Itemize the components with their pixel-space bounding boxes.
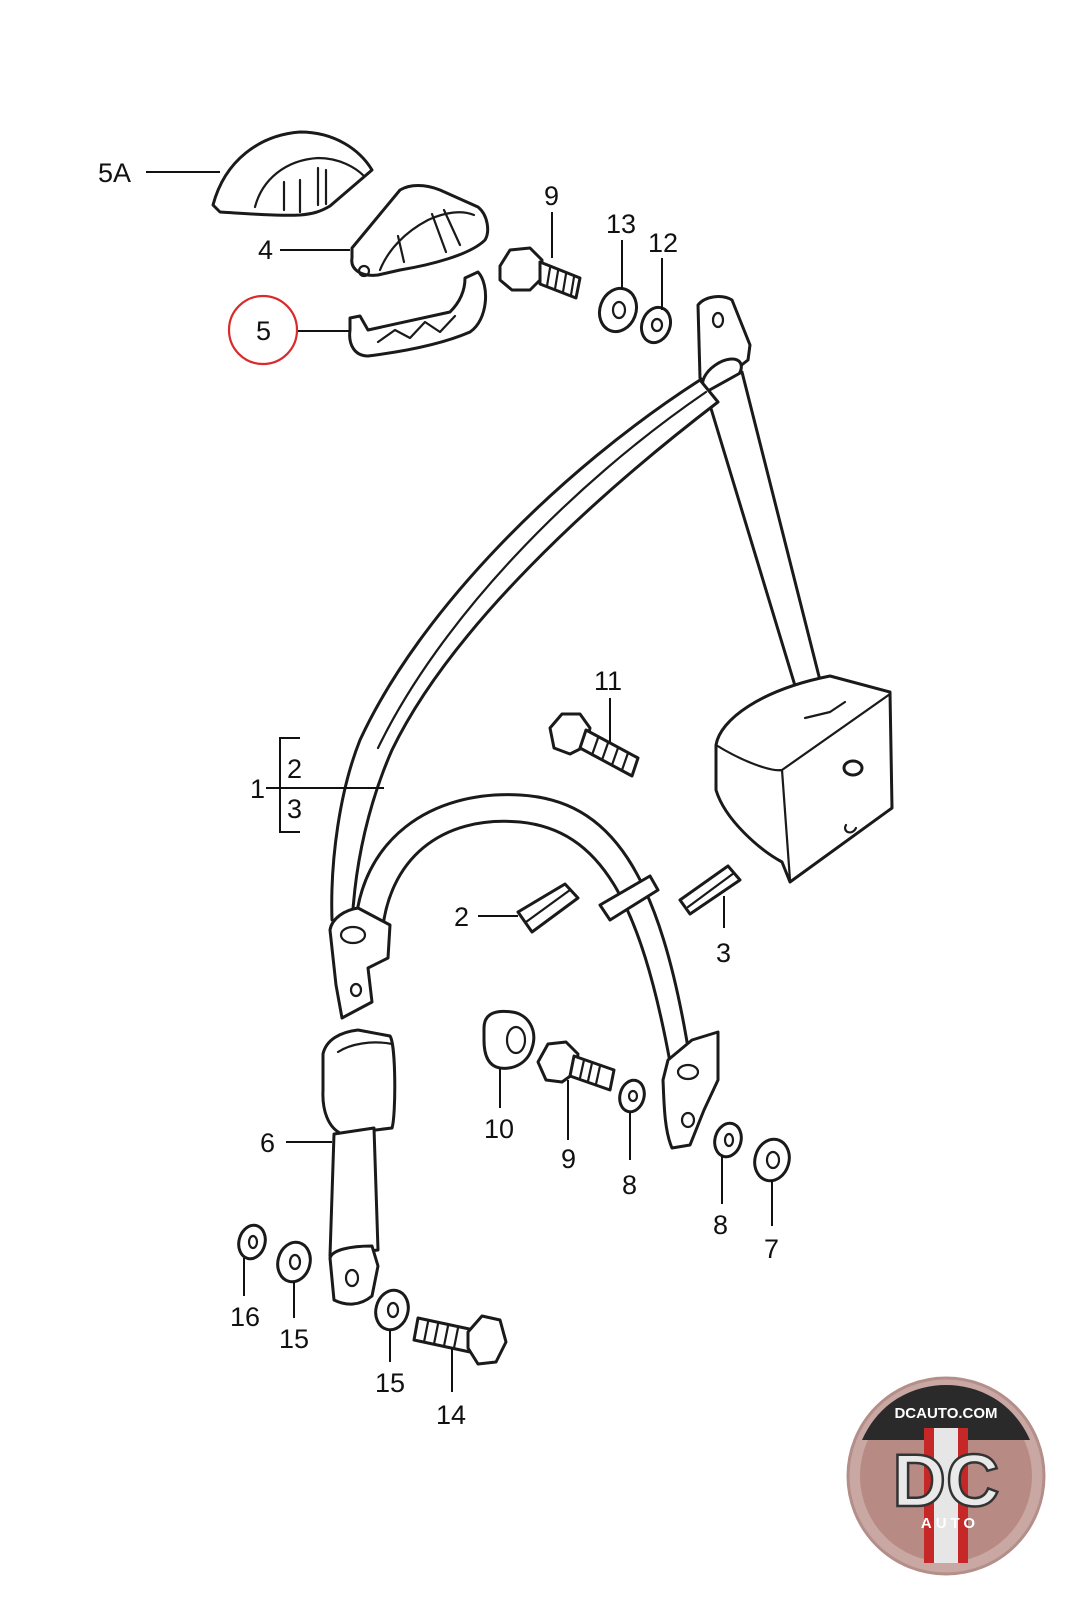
- logo-subtitle: AUTO: [921, 1515, 979, 1532]
- part-10-spacer: [482, 1009, 536, 1070]
- part-2-clip: [516, 874, 660, 934]
- label-8-b: 8: [713, 1210, 728, 1240]
- label-7: 7: [764, 1234, 779, 1264]
- part-4-guide: [350, 184, 490, 278]
- label-13: 13: [606, 209, 636, 239]
- label-6: 6: [260, 1128, 275, 1158]
- label-4: 4: [258, 235, 273, 265]
- part-5-trim: [348, 270, 488, 358]
- leader-lines: [146, 171, 773, 1392]
- part-16-washer: [237, 1223, 267, 1261]
- part-15-washer-b: [374, 1288, 410, 1332]
- label-15-a: 15: [279, 1324, 309, 1354]
- label-5A: 5A: [98, 158, 131, 188]
- part-9-bolt-lower: [536, 1040, 616, 1092]
- label-3: 3: [716, 938, 731, 968]
- logo-site-text: DCAUTO.COM: [894, 1405, 997, 1422]
- part-5A-cover: [211, 130, 374, 217]
- part-13-washer: [597, 286, 639, 334]
- part-1-belt-assembly: [328, 295, 894, 1150]
- part-8-washer-a: [618, 1078, 646, 1114]
- label-11: 11: [594, 666, 622, 696]
- label-1-sub-3: 3: [287, 794, 302, 824]
- label-12: 12: [648, 228, 678, 258]
- logo-initials: DC: [893, 1439, 1000, 1522]
- label-1-sub-2: 2: [287, 754, 302, 784]
- part-14-bolt: [412, 1314, 508, 1366]
- part-9-bolt-upper: [498, 246, 582, 300]
- part-15-washer-a: [276, 1240, 312, 1284]
- part-11-bolt: [548, 712, 640, 778]
- label-15-b: 15: [375, 1368, 405, 1398]
- highlight-circle: [227, 294, 299, 366]
- label-2: 2: [454, 902, 469, 932]
- part-8-washer-b: [713, 1121, 743, 1159]
- label-5: 5: [256, 316, 271, 346]
- part-labels: 5A 4 5 9 13 12 11 1 2 3 2 3 10 9 8 8 7 6…: [98, 158, 779, 1430]
- label-9-upper: 9: [544, 181, 559, 211]
- part-12-washer: [639, 305, 673, 345]
- label-1: 1: [250, 774, 265, 804]
- label-14: 14: [436, 1400, 466, 1430]
- dcauto-logo: DCAUTO.COM DC AUTO: [846, 1376, 1046, 1576]
- label-10: 10: [484, 1114, 514, 1144]
- label-8-a: 8: [622, 1170, 637, 1200]
- part-3-clip: [678, 864, 742, 916]
- part-6-buckle-stalk: [321, 1028, 397, 1306]
- label-16: 16: [230, 1302, 260, 1332]
- label-9-lower: 9: [561, 1144, 576, 1174]
- part-7-washer: [753, 1137, 791, 1183]
